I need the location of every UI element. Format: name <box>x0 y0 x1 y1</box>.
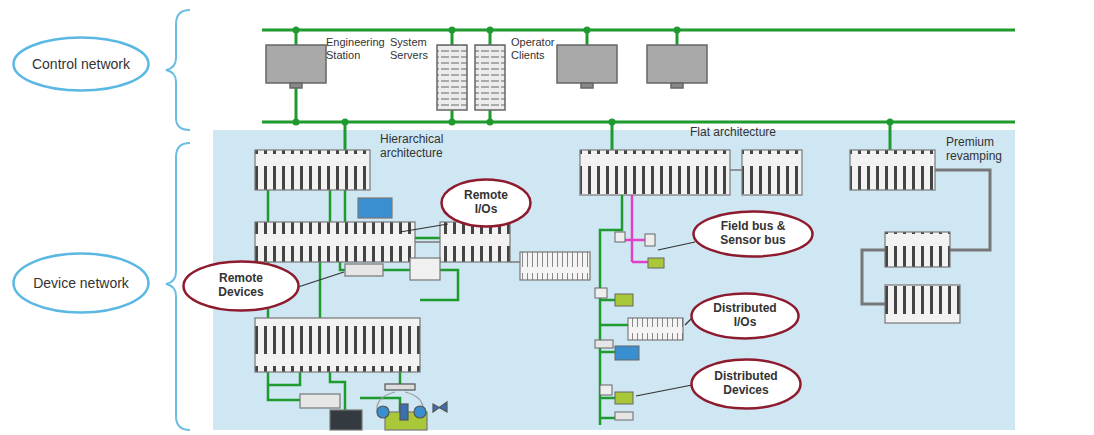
callout-ellipse: Control network <box>12 36 150 92</box>
callout-text: Remote Devices <box>198 272 285 300</box>
device-label: Premium revamping <box>946 136 1012 164</box>
callout-text: Distributed I/Os <box>705 302 786 330</box>
device-label: System Servers <box>390 36 434 61</box>
callout-text: Remote I/Os <box>452 189 520 217</box>
callout-ellipse: Distributed I/Os <box>690 292 800 340</box>
callout-ellipse: Device network <box>12 252 150 314</box>
device-label: Engineering Station <box>326 36 390 61</box>
callout-text: Device network <box>30 275 132 291</box>
callout-ellipse: Remote Devices <box>182 260 300 312</box>
callout-ellipse: Distributed Devices <box>690 358 802 410</box>
callout-text: Distributed Devices <box>705 370 788 398</box>
callout-text: Control network <box>30 56 132 72</box>
device-label: Hierarchical architecture <box>380 133 490 161</box>
device-label: Operator Clients <box>511 36 555 61</box>
callout-ellipse: Remote I/Os <box>440 178 532 228</box>
device-label: Flat architecture <box>690 126 800 140</box>
callout-text: Field bus & Sensor bus <box>708 220 798 248</box>
callout-ellipse: Field bus & Sensor bus <box>692 210 814 258</box>
